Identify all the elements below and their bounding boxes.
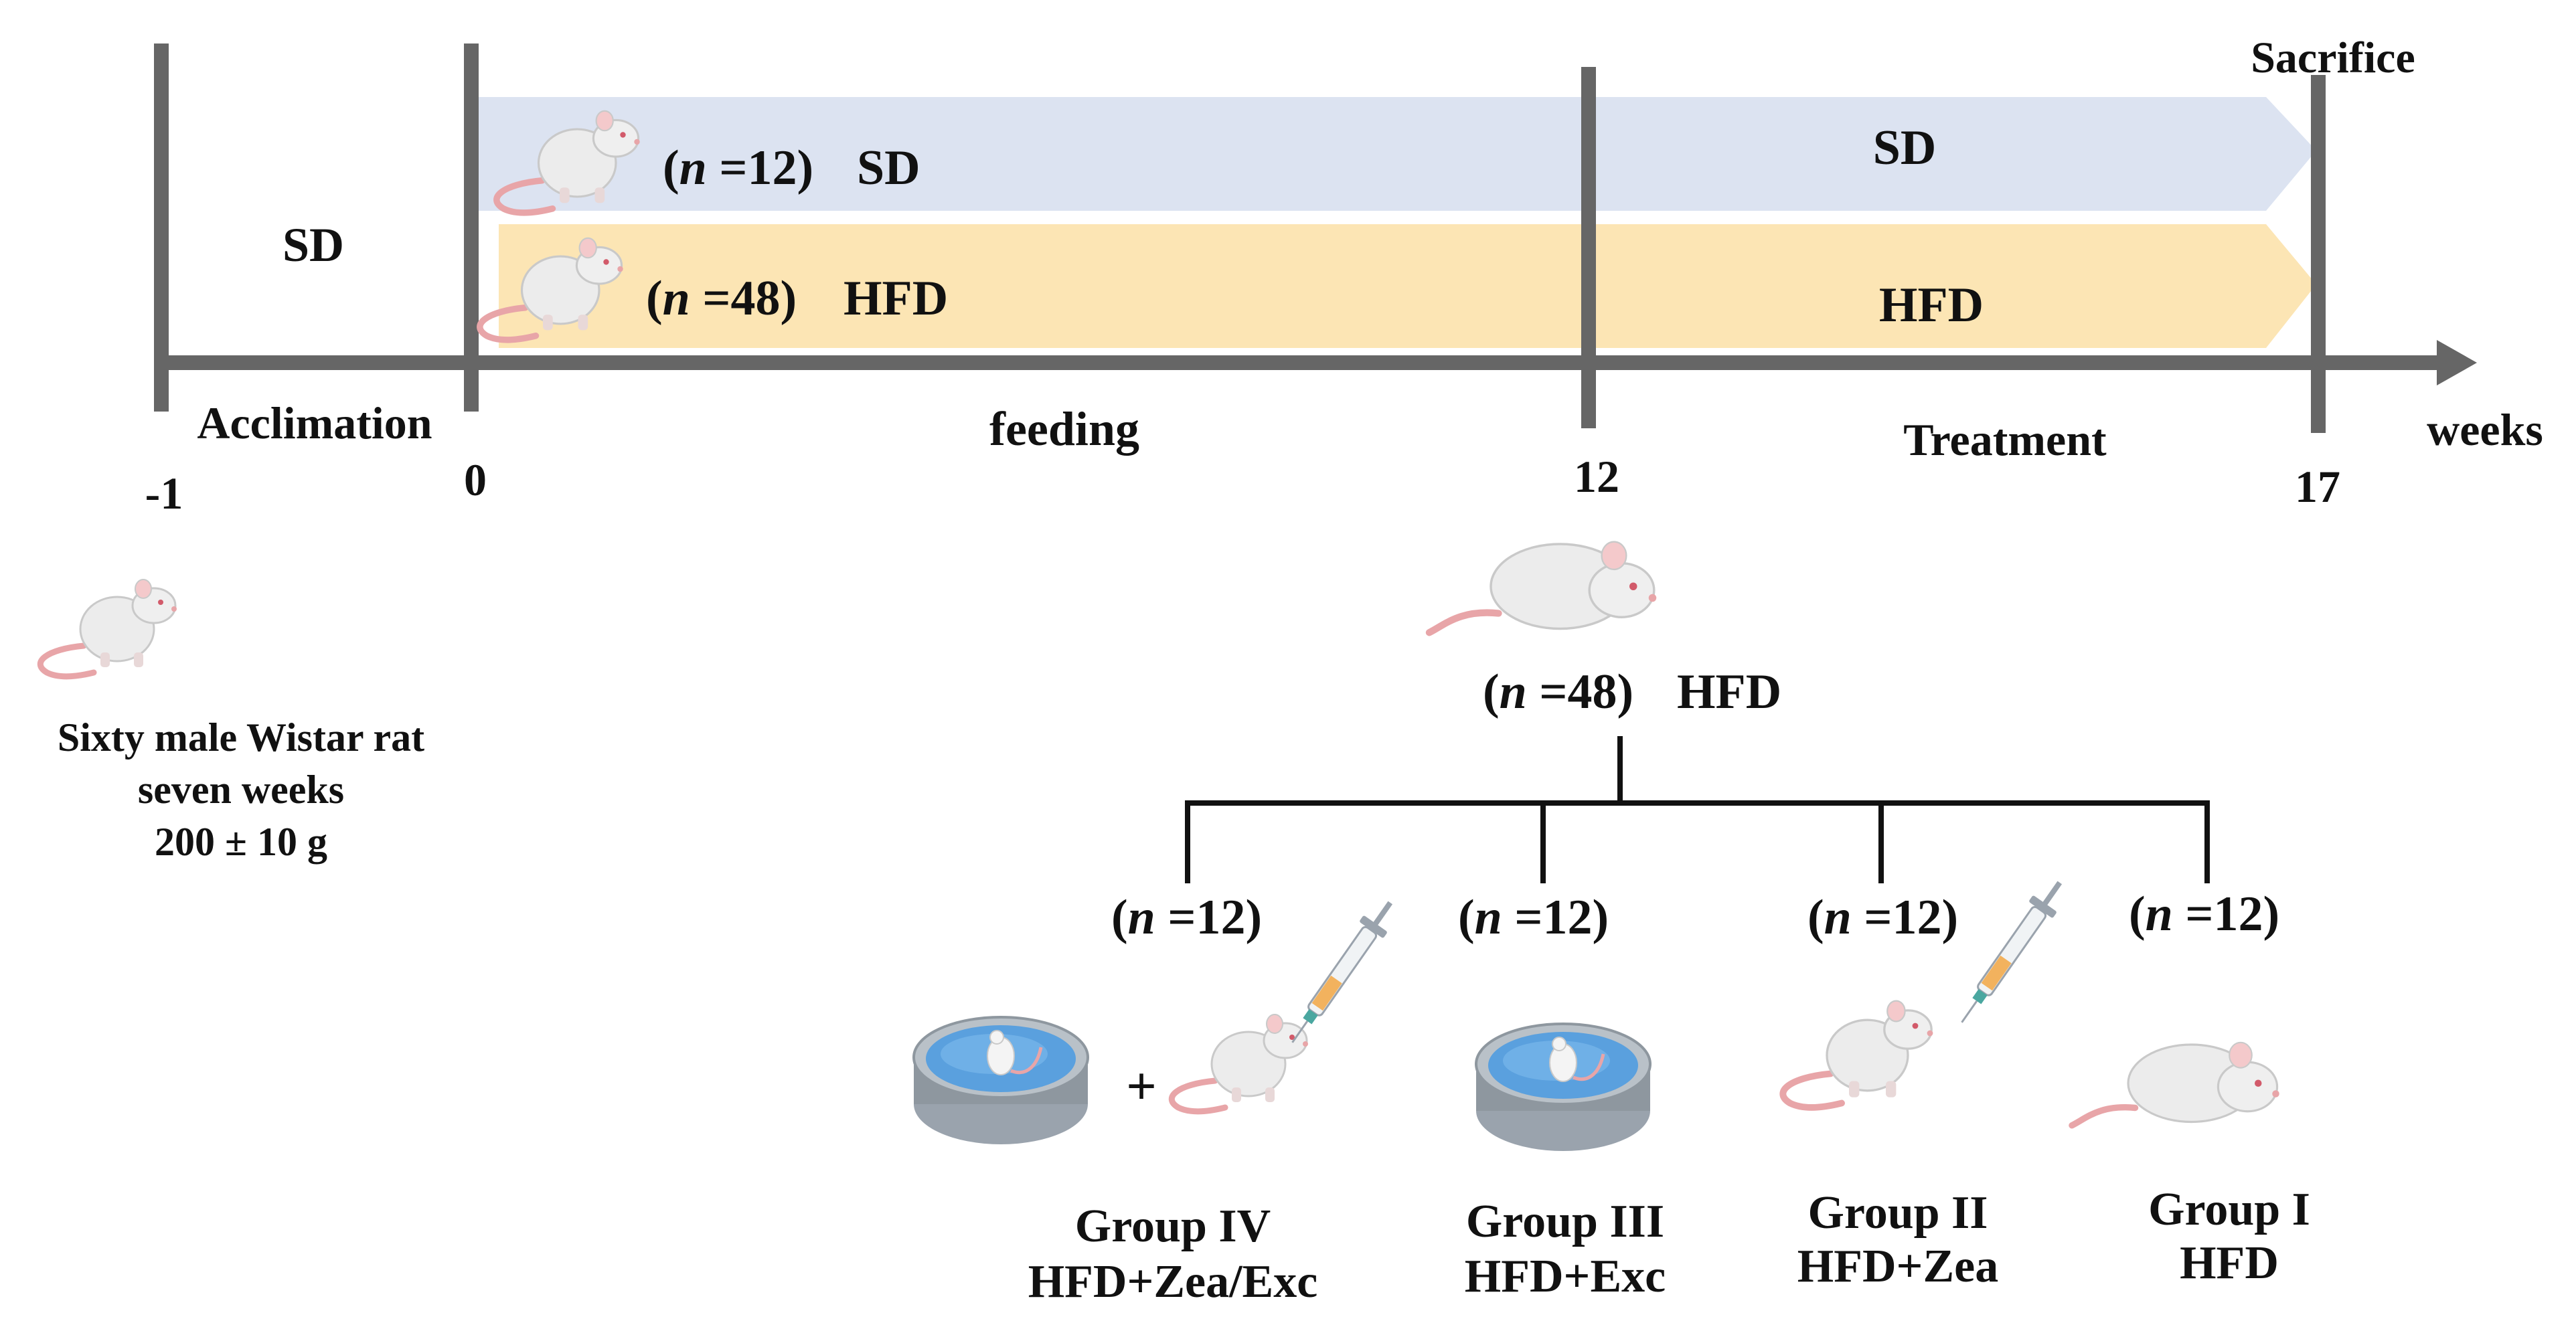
subjects-line-1: Sixty male Wistar rat (58, 715, 424, 760)
marker-week-17 (2311, 75, 2326, 433)
axis-arrowhead (2437, 340, 2477, 385)
swim-tank-icon (1476, 1024, 1650, 1151)
rat-icon (2072, 1043, 2279, 1126)
group-size-label: (n =12) (2129, 887, 2279, 942)
plus-sign: + (1126, 1057, 1157, 1116)
split-diet-label: HFD (1677, 665, 1781, 719)
rat-icon (40, 580, 177, 677)
phase-acclimation-label: Acclimation (197, 397, 432, 448)
hfd-arm-later-diet-label: HFD (1879, 278, 1984, 333)
acclimation-diet-label: SD (283, 218, 344, 272)
marker-week-minus1 (154, 43, 169, 412)
group-name-label: Group I (2148, 1184, 2310, 1235)
rat-icon (1783, 1001, 1933, 1108)
tick-label: 17 (2295, 461, 2340, 512)
subjects-line-2: seven weeks (138, 768, 344, 812)
tick-label: -1 (145, 468, 183, 519)
rat-icon (1429, 542, 1656, 633)
sd-arm-band (475, 97, 2316, 211)
tick-label: 12 (1574, 451, 1619, 502)
sd-arm-diet-label: SD (857, 141, 920, 195)
rat-icon (1172, 1014, 1308, 1112)
group-treatment-label: HFD+Zea/Exc (1028, 1256, 1318, 1308)
event-sacrifice-label: Sacrifice (2251, 33, 2415, 82)
tick-label: 0 (464, 454, 487, 505)
swim-tank-icon (914, 1017, 1088, 1144)
group-treatment-label: HFD+Exc (1465, 1251, 1666, 1302)
group-size-label: (n =12) (1458, 890, 1609, 945)
phase-treatment-label: Treatment (1903, 414, 2107, 465)
hfd-arm-diet-label: HFD (843, 271, 948, 326)
sd-arm-later-diet-label: SD (1873, 120, 1937, 175)
marker-week-0 (464, 43, 479, 412)
group-name-label: Group III (1466, 1196, 1664, 1247)
group-treatment-label: HFD+Zea (1797, 1241, 1998, 1292)
group-split-bracket (1185, 736, 2210, 883)
split-size-label: (n =48) (1483, 665, 1633, 719)
sd-arm-size-label: (n =12) (663, 141, 813, 195)
subjects-line-3: 200 ± 10 g (155, 820, 327, 864)
axis-unit-label: weeks (2427, 404, 2543, 455)
hfd-arm-band (499, 224, 2316, 348)
group-name-label: Group II (1807, 1187, 1988, 1239)
group-size-label: (n =12) (1807, 890, 1958, 945)
syringe-icon (1948, 873, 2073, 1032)
phase-feeding-label: feeding (989, 402, 1139, 456)
group-name-label: Group IV (1075, 1201, 1271, 1252)
hfd-arm-size-label: (n =48) (646, 271, 797, 326)
group-treatment-label: HFD (2180, 1237, 2279, 1289)
marker-week-12 (1581, 67, 1596, 428)
group-size-label: (n =12) (1111, 890, 1262, 945)
